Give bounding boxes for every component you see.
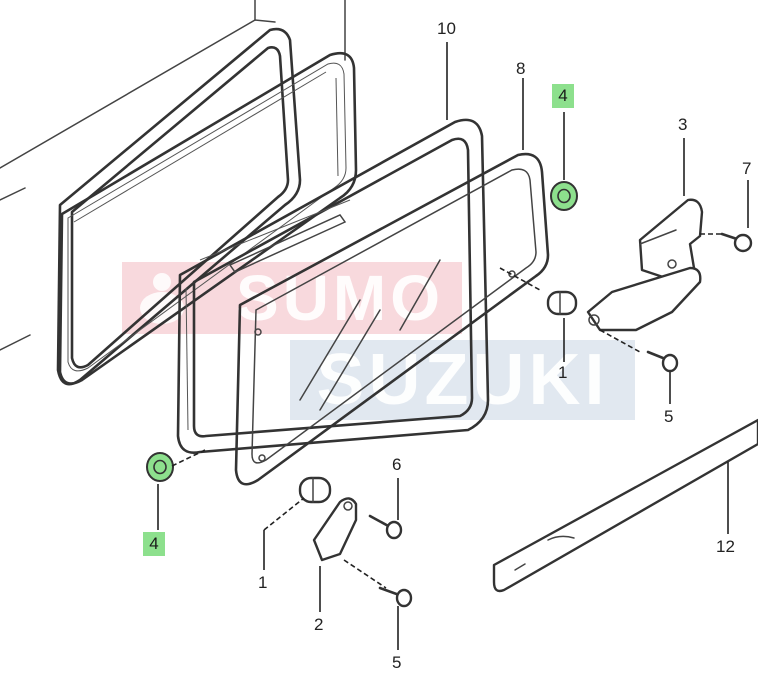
track-rail bbox=[492, 418, 758, 593]
callout-10: 10 bbox=[437, 19, 456, 38]
roller-upper bbox=[546, 290, 578, 316]
callout-4-highlight-lower: 4 bbox=[143, 532, 165, 556]
callout-12: 12 bbox=[716, 537, 735, 556]
latch-bracket bbox=[586, 198, 704, 332]
callout-4-highlight-upper: 4 bbox=[552, 84, 574, 108]
suzuki-watermark: SUZUKI bbox=[290, 340, 635, 420]
body-panel bbox=[0, 0, 346, 351]
callout-5-upper: 5 bbox=[664, 407, 674, 426]
grommet-lower-left bbox=[146, 452, 174, 482]
sliding-window-frame bbox=[176, 118, 490, 454]
callout-8: 8 bbox=[516, 59, 526, 78]
screw-5-lower bbox=[378, 586, 413, 608]
window-glass-pane bbox=[234, 152, 550, 486]
callout-7: 7 bbox=[742, 159, 752, 178]
leader-lines bbox=[157, 42, 749, 650]
callout-6: 6 bbox=[392, 455, 402, 474]
screw-5-upper bbox=[646, 350, 679, 373]
callout-2: 2 bbox=[314, 615, 324, 634]
screw-7 bbox=[720, 232, 753, 253]
grommet-upper-right bbox=[550, 181, 578, 211]
window-weatherstrip bbox=[58, 51, 358, 385]
roller-lower bbox=[298, 476, 332, 504]
screw-6 bbox=[368, 514, 403, 540]
callout-1-upper: 1 bbox=[558, 363, 568, 382]
callout-3: 3 bbox=[678, 115, 688, 134]
stay-bracket bbox=[312, 497, 358, 562]
callout-5-lower: 5 bbox=[392, 653, 402, 672]
callout-1-lower: 1 bbox=[258, 573, 268, 592]
